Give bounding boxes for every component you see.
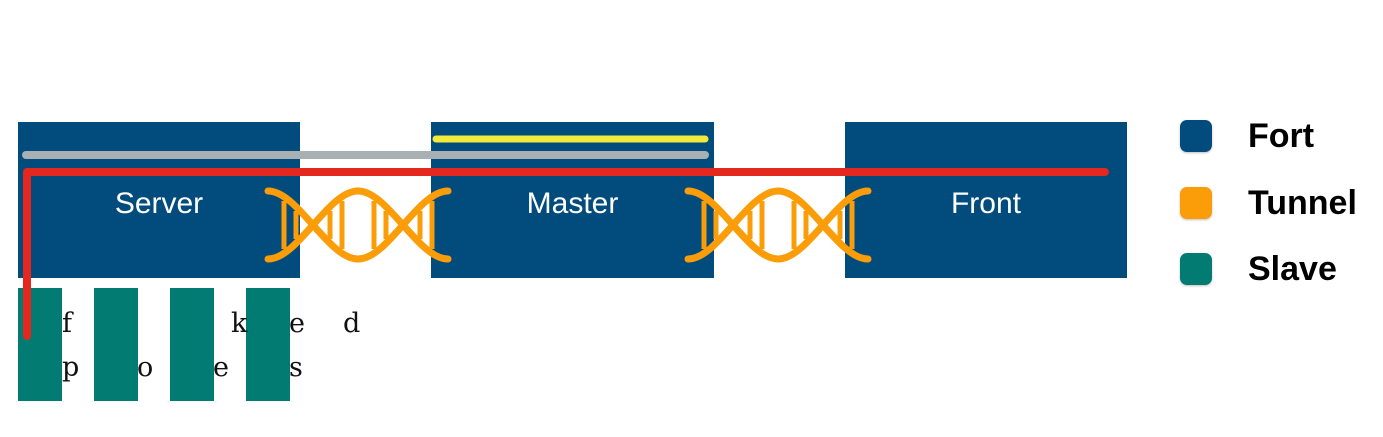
overlay-char: p — [62, 352, 80, 383]
overlay-char: f — [62, 308, 72, 339]
slave-block-3 — [170, 288, 214, 401]
server-node: Server — [18, 122, 300, 278]
legend-swatch-slave — [1180, 253, 1212, 285]
overlay-char: e — [213, 352, 229, 383]
route-red — [23, 168, 1109, 340]
master-node: Master — [431, 122, 714, 278]
legend-swatch-fort — [1180, 120, 1212, 152]
legend-swatch-tunnel — [1180, 187, 1212, 219]
dna-helix-icon — [268, 191, 448, 259]
slave-block-4 — [246, 288, 290, 401]
overlay-char: e — [289, 308, 305, 339]
overlay-char: o — [137, 352, 154, 383]
slave-block-2 — [94, 288, 138, 401]
overlay-char: d — [343, 308, 361, 339]
overlay-char: s — [289, 352, 303, 383]
front-label: Front — [950, 187, 1022, 220]
server-label: Server — [114, 187, 204, 220]
legend-label-fort: Fort — [1248, 116, 1315, 155]
master-label: Master — [526, 187, 619, 220]
legend-item-fort: Fort — [1180, 116, 1315, 155]
legend-label-tunnel: Tunnel — [1248, 183, 1357, 222]
legend-label-slave: Slave — [1248, 249, 1337, 288]
front-node: Front — [845, 122, 1127, 278]
legend-item-slave: Slave — [1180, 249, 1337, 288]
dna-helix-icon — [688, 191, 868, 259]
overlay-char: k — [231, 308, 248, 339]
legend-item-tunnel: Tunnel — [1180, 183, 1357, 222]
